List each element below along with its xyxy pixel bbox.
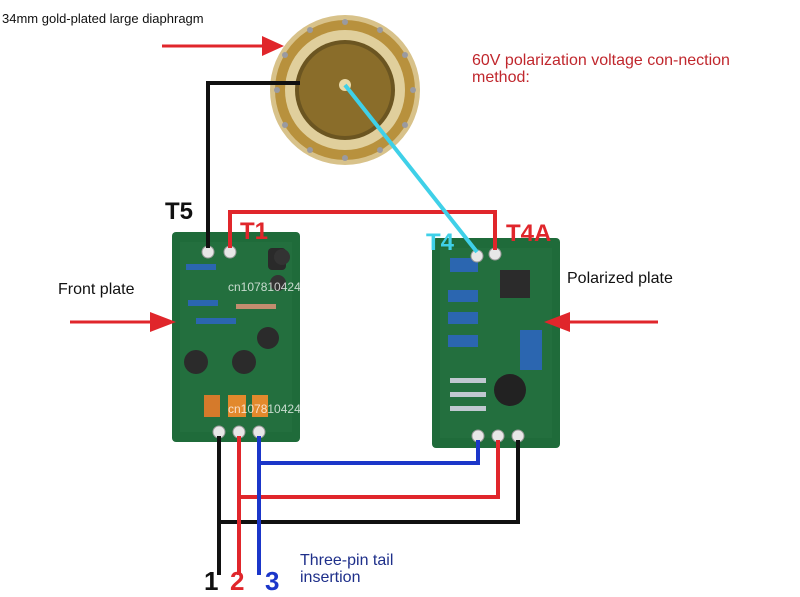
black-wire-t5 — [206, 81, 300, 248]
terminal-t4-label: T4 — [426, 229, 455, 256]
polarized-plate-arrow — [544, 312, 658, 332]
capsule-pointer-arrow — [162, 36, 284, 56]
pin-2-label: 2 — [230, 566, 245, 596]
terminal-t1-label: T1 — [240, 218, 269, 245]
left-pcb-board — [172, 232, 300, 442]
red-wire-pin2 — [237, 436, 500, 499]
capsule-title: 34mm gold-plated large diaphragm — [2, 11, 204, 26]
pin-3-label: 3 — [265, 566, 280, 596]
blue-wire-pin3 — [257, 436, 480, 465]
cyan-wire-t4 — [343, 83, 479, 254]
front-plate-label: Front plate — [58, 281, 135, 298]
watermark: cn1078104241zkvqe — [425, 38, 536, 52]
red-wire-t1-t4a — [228, 210, 497, 250]
right-pcb-board — [432, 238, 560, 448]
watermark: cn1078104241zkvqe — [30, 38, 141, 52]
watermark: cn1078104241zkvqe — [228, 280, 339, 294]
terminal-t4a-label: T4A — [506, 220, 552, 247]
watermark: cn1078104241zkvqe — [228, 160, 339, 174]
pin-1-label: 1 — [204, 566, 219, 596]
polarized-plate-label: Polarized plate — [567, 270, 673, 287]
black-wire-pin1 — [217, 436, 520, 524]
tail-insertion-label: Three-pin tail insertion — [300, 552, 394, 586]
microphone-capsule — [270, 15, 420, 165]
terminal-t5-label: T5 — [165, 198, 194, 225]
voltage-note: 60V polarization voltage con-nection met… — [472, 52, 730, 86]
watermark: cn1078104241zkvqe — [228, 402, 339, 416]
front-plate-arrow — [70, 312, 176, 332]
